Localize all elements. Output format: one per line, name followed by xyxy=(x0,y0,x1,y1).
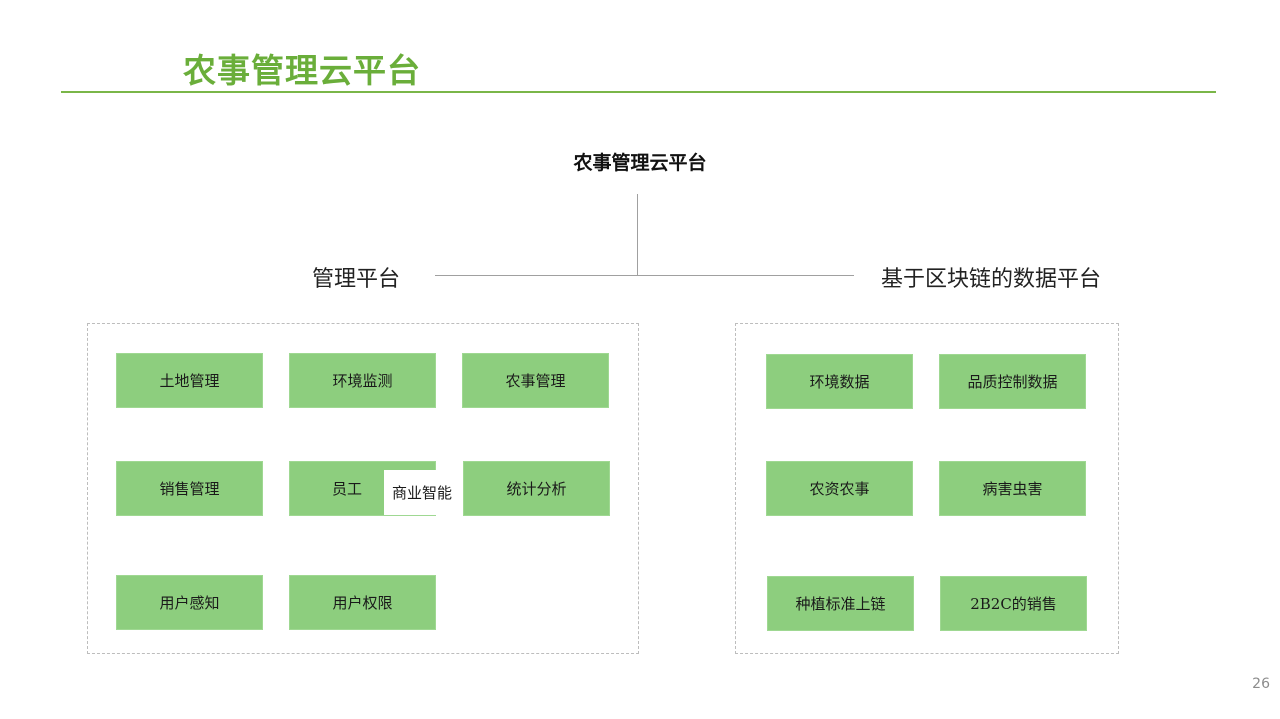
node-farming-management: 农事管理 xyxy=(462,353,609,408)
node-quality-control-data: 品质控制数据 xyxy=(939,354,1086,409)
node-user-permissions: 用户权限 xyxy=(289,575,436,630)
right-branch-label: 基于区块链的数据平台 xyxy=(881,267,1102,292)
node-agricultural-inputs: 农资农事 xyxy=(766,461,913,516)
node-land-management: 土地管理 xyxy=(116,353,263,408)
node-2b2c-sales: 2B2C的销售 xyxy=(940,576,1087,631)
branch-connector xyxy=(435,275,854,276)
root-node: 农事管理云平台 xyxy=(573,152,707,174)
node-pests-diseases: 病害虫害 xyxy=(939,461,1086,516)
node-environment-monitoring: 环境监测 xyxy=(289,353,436,408)
node-statistical-analysis: 统计分析 xyxy=(463,461,610,516)
node-sales-management: 销售管理 xyxy=(116,461,263,516)
node-business-intelligence: 商业智能 xyxy=(384,470,460,515)
root-connector xyxy=(637,194,638,276)
left-branch-label: 管理平台 xyxy=(312,267,401,292)
title-divider xyxy=(61,91,1216,93)
page-number: 26 xyxy=(1252,676,1270,692)
node-environment-data: 环境数据 xyxy=(766,354,913,409)
node-planting-standards-chain: 种植标准上链 xyxy=(767,576,914,631)
slide-title: 农事管理云平台 xyxy=(183,51,421,90)
node-user-perception: 用户感知 xyxy=(116,575,263,630)
